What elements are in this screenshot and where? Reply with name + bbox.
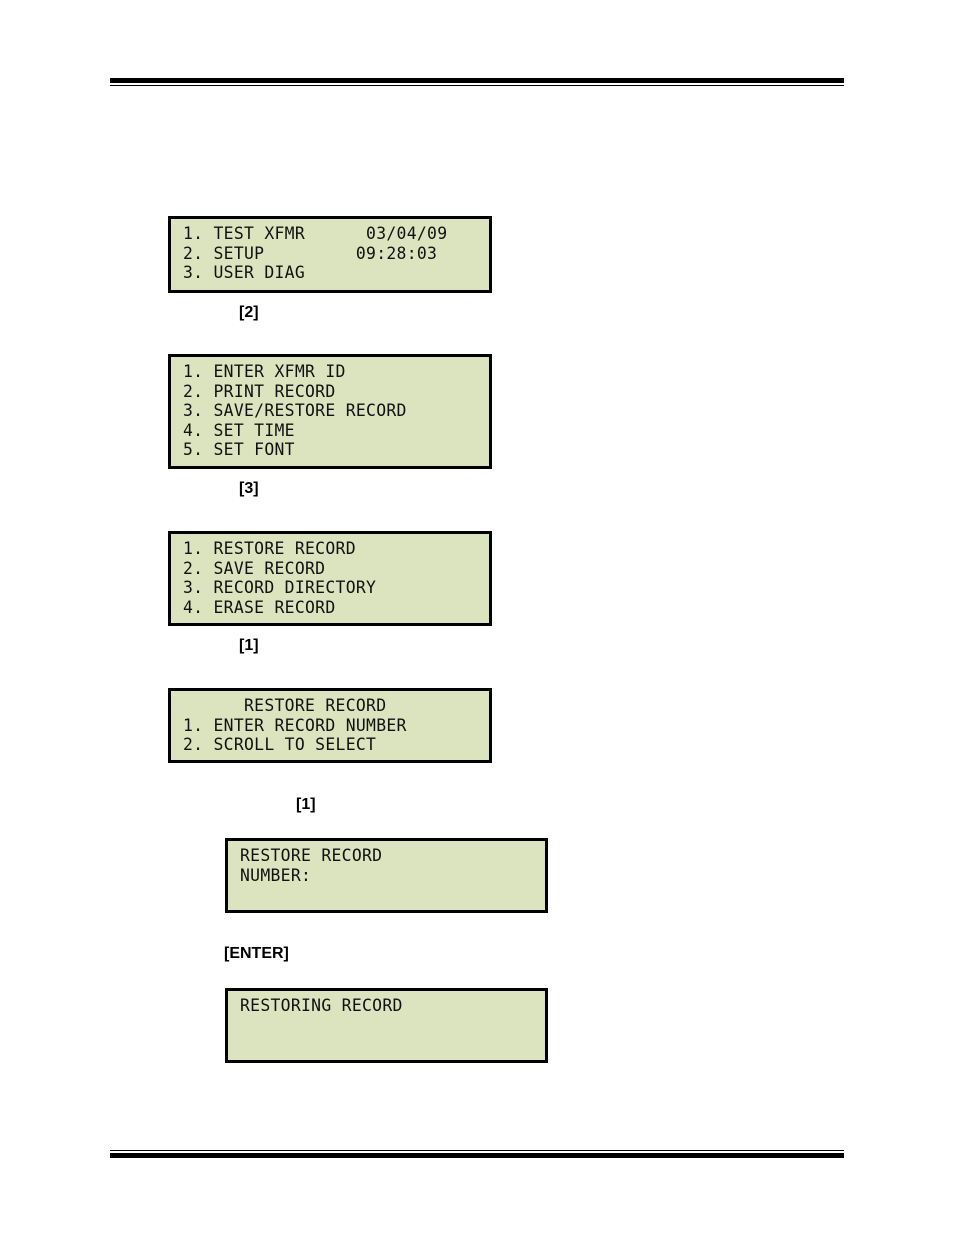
- lcd-line: 3. SAVE/RESTORE RECORD: [183, 401, 407, 420]
- lcd-line: 4. SET TIME: [183, 420, 295, 440]
- lcd-screen-setup-menu: 1. ENTER XFMR ID 2. PRINT RECORD 3. SAVE…: [168, 354, 492, 469]
- lcd-line: 5. SET FONT: [183, 440, 295, 459]
- lcd-line: 1. ENTER XFMR ID: [183, 362, 346, 381]
- lcd-line: [240, 1035, 545, 1055]
- lcd-line: 3. RECORD DIRECTORY: [183, 578, 377, 597]
- key-press-label: [2]: [239, 304, 259, 321]
- lcd-line: 2. SETUP 09:28:03: [183, 243, 438, 263]
- key-press-label: [3]: [239, 480, 259, 497]
- key-press-label: [1]: [296, 796, 316, 813]
- lcd-line: 1. TEST XFMR 03/04/09: [183, 224, 448, 243]
- lcd-line: NUMBER:: [240, 865, 312, 885]
- lcd-screen-main-menu: 1. TEST XFMR 03/04/09 2. SETUP 09:28:03 …: [168, 216, 492, 293]
- footer-rule: [110, 1150, 844, 1158]
- lcd-line: RESTORE RECORD: [183, 696, 387, 715]
- key-press-label: [1]: [239, 637, 259, 654]
- lcd-line: RESTORE RECORD: [240, 846, 383, 865]
- lcd-line: 1. ENTER RECORD NUMBER: [183, 715, 407, 735]
- lcd-line: 1. RESTORE RECORD: [183, 539, 356, 558]
- lcd-line: RESTORING RECORD: [240, 996, 403, 1015]
- lcd-line: 3. USER DIAG: [183, 263, 306, 282]
- lcd-screen-restoring-record: RESTORING RECORD: [225, 988, 548, 1063]
- lcd-screen-restore-record-menu: RESTORE RECORD 1. ENTER RECORD NUMBER 2.…: [168, 688, 492, 763]
- lcd-line: [240, 1016, 545, 1036]
- lcd-line: 2. SAVE RECORD: [183, 558, 326, 578]
- key-press-label: [ENTER]: [224, 945, 289, 962]
- lcd-screen-save-restore-menu: 1. RESTORE RECORD 2. SAVE RECORD 3. RECO…: [168, 531, 492, 626]
- header-rule: [110, 78, 844, 86]
- lcd-screen-record-number-entry: RESTORE RECORD NUMBER:: [225, 838, 548, 913]
- lcd-line: 4. ERASE RECORD: [183, 597, 336, 617]
- lcd-line: 2. SCROLL TO SELECT: [183, 735, 377, 754]
- lcd-line: 2. PRINT RECORD: [183, 381, 336, 401]
- lcd-line: [240, 885, 545, 905]
